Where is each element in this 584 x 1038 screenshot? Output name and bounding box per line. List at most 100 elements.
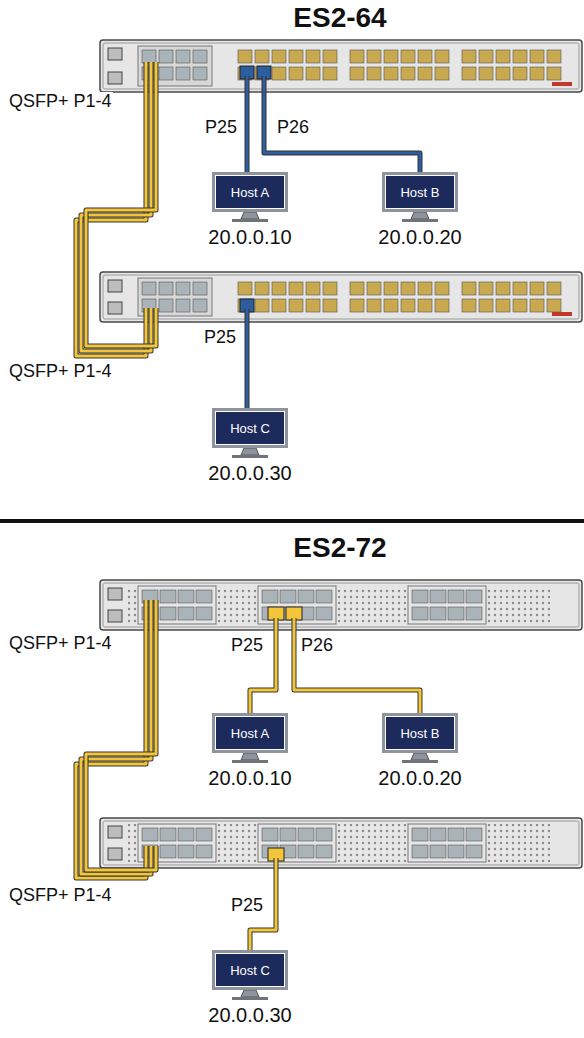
drawing-stroke <box>196 590 212 603</box>
monitor-base <box>402 219 438 222</box>
drawing-stroke <box>196 845 212 858</box>
switch-chassis <box>100 580 582 630</box>
drawing-stroke <box>513 282 527 295</box>
drawing-stroke <box>466 607 482 620</box>
port-label: QSFP+ P1-4 <box>8 92 113 112</box>
drawing-stroke <box>196 607 212 620</box>
drawing-stroke <box>316 828 332 841</box>
drawing-stroke <box>530 67 544 80</box>
drawing-stroke <box>350 50 364 63</box>
mgmt-port <box>108 610 122 622</box>
drawing-stroke <box>316 845 332 858</box>
mgmt-port <box>108 72 122 84</box>
drawing-stroke <box>176 299 190 312</box>
host-monitor: Host B <box>382 172 458 212</box>
ip-address: 20.0.0.10 <box>208 767 291 790</box>
drawing-stroke <box>323 67 337 80</box>
drawing-stroke <box>479 50 493 63</box>
status-led <box>552 312 572 316</box>
drawing-stroke <box>384 282 398 295</box>
drawing-stroke <box>367 282 381 295</box>
drawing-stroke <box>367 299 381 312</box>
drawing-stroke <box>350 282 364 295</box>
switch-body <box>100 580 582 630</box>
drawing-stroke <box>430 590 446 603</box>
ip-address: 20.0.0.20 <box>378 767 461 790</box>
drawing-stroke <box>462 67 476 80</box>
drawing-stroke <box>350 67 364 80</box>
drawing-stroke <box>350 299 364 312</box>
drawing-stroke <box>178 607 194 620</box>
port-label: P25 <box>230 636 264 656</box>
mgmt-port <box>108 588 122 600</box>
drawing-stroke <box>176 282 190 295</box>
drawing-stroke <box>193 299 207 312</box>
port-label: P25 <box>203 328 237 348</box>
drawing-stroke <box>496 50 510 63</box>
host-name: Host A <box>231 185 269 200</box>
drawing-stroke <box>306 50 320 63</box>
switch-chassis <box>100 272 582 322</box>
drawing-stroke <box>255 50 269 63</box>
drawing-stroke <box>479 282 493 295</box>
drawing-stroke <box>238 50 252 63</box>
drawing-stroke <box>466 845 482 858</box>
host-monitor: Host A <box>212 713 288 753</box>
drawing-stroke <box>547 50 561 63</box>
cable <box>294 618 420 713</box>
drawing-stroke <box>401 67 415 80</box>
ip-address: 20.0.0.10 <box>208 226 291 249</box>
drawing-stroke <box>298 828 314 841</box>
drawing-stroke <box>448 828 464 841</box>
host-name: Host B <box>400 185 439 200</box>
drawing-stroke <box>435 50 449 63</box>
monitor-base <box>232 997 268 1000</box>
monitor-stand <box>241 212 259 219</box>
cable-outline <box>245 76 250 172</box>
perforation <box>128 586 550 624</box>
port-label: P26 <box>300 636 334 656</box>
drawing-stroke <box>479 67 493 80</box>
monitor-base <box>232 219 268 222</box>
port-block <box>258 586 336 624</box>
drawing-stroke <box>193 282 207 295</box>
drawing-stroke <box>159 50 173 63</box>
drawing-stroke <box>159 299 173 312</box>
drawing-stroke <box>306 299 320 312</box>
port-label: P26 <box>276 118 310 138</box>
drawing-stroke <box>142 828 158 841</box>
switch-body <box>100 818 582 868</box>
drawing-stroke <box>238 282 252 295</box>
drawing-stroke <box>513 50 527 63</box>
drawing-stroke <box>176 50 190 63</box>
mgmt-port <box>108 826 122 838</box>
ip-address: 20.0.0.20 <box>378 226 461 249</box>
drawing-stroke <box>448 607 464 620</box>
port-block <box>258 824 336 862</box>
drawing-stroke <box>513 299 527 312</box>
host-monitor: Host C <box>212 408 288 448</box>
drawing-stroke <box>479 299 493 312</box>
monitor-stand <box>411 212 429 219</box>
drawing-stroke <box>280 828 296 841</box>
drawing-stroke <box>255 282 269 295</box>
drawing-stroke <box>178 590 194 603</box>
port-label: QSFP+ P1-4 <box>8 886 113 906</box>
monitor-base <box>232 760 268 763</box>
drawing-stroke <box>401 50 415 63</box>
port-block <box>408 586 486 624</box>
drawing-stroke <box>412 590 428 603</box>
drawing-stroke <box>418 67 432 80</box>
drawing-stroke <box>530 282 544 295</box>
drawing-stroke <box>160 845 176 858</box>
drawing-stroke <box>159 67 173 80</box>
drawing-stroke <box>289 299 303 312</box>
drawing-stroke <box>142 282 156 295</box>
cable <box>246 76 249 172</box>
mgmt-port <box>108 302 122 314</box>
drawing-stroke <box>196 828 212 841</box>
drawing-stroke <box>547 282 561 295</box>
drawing-stroke <box>160 590 176 603</box>
switch-body <box>100 40 582 92</box>
drawing-stroke <box>448 590 464 603</box>
